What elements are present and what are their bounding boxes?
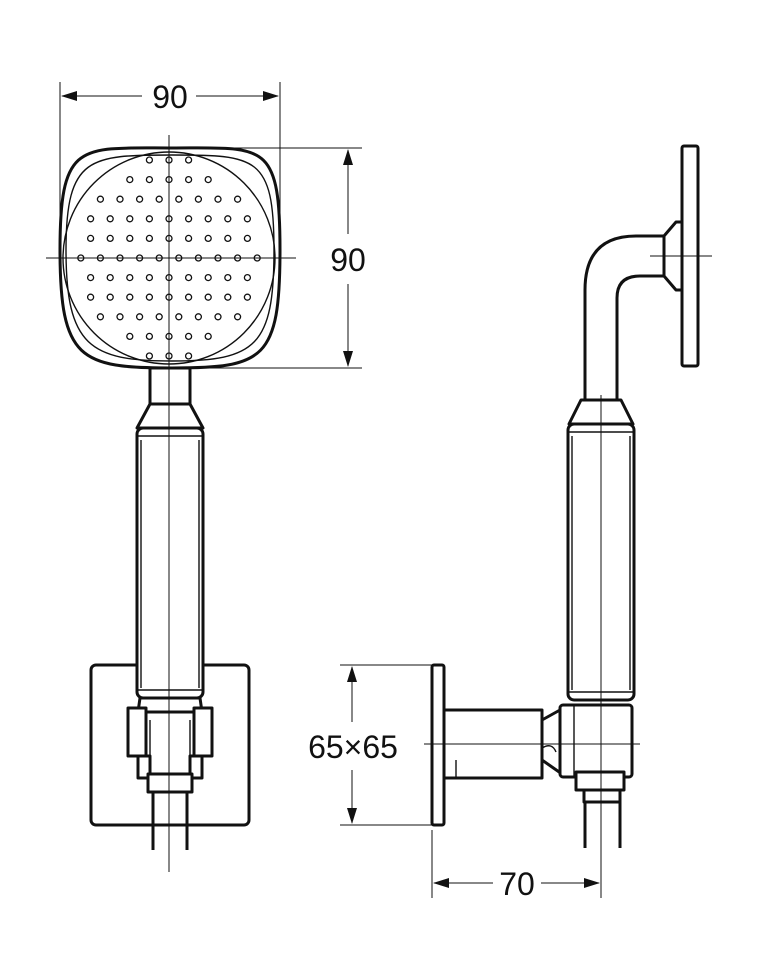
spray-nozzle [184, 293, 193, 301]
spray-nozzle [106, 234, 114, 243]
spray-nozzle [145, 215, 154, 223]
spray-nozzle [116, 313, 124, 321]
spray-nozzle [145, 332, 154, 341]
spray-nozzle [135, 313, 144, 321]
spray-nozzle [204, 293, 212, 301]
spray-nozzle [243, 293, 252, 301]
spray-nozzle [145, 234, 154, 243]
spray-nozzle [224, 293, 232, 301]
spray-nozzle [145, 273, 154, 282]
spray-nozzle [145, 175, 154, 184]
spray-nozzle [184, 175, 193, 184]
dimension-head-height-label: 90 [330, 242, 366, 278]
spray-nozzle [145, 293, 154, 301]
spray-nozzle [86, 234, 95, 243]
spray-nozzle [224, 215, 232, 223]
side-bracket [442, 703, 634, 804]
dimension-head-width: 90 [59, 79, 281, 240]
spray-nozzle [175, 313, 183, 321]
spray-nozzle [214, 195, 222, 203]
spray-nozzle [175, 195, 183, 203]
side-hose [583, 802, 622, 848]
side-view: 65×65 70 [308, 144, 712, 902]
spray-nozzle [194, 313, 203, 321]
spray-nozzle [106, 293, 114, 301]
dimension-head-width-label: 90 [152, 79, 188, 115]
spray-nozzle [116, 195, 124, 203]
spray-nozzle [184, 156, 193, 164]
front-handle [135, 366, 205, 700]
spray-nozzle [184, 215, 193, 223]
dimension-projection-label: 70 [499, 866, 535, 902]
spray-nozzle [145, 156, 154, 164]
spray-nozzle [106, 215, 114, 223]
spray-nozzle [233, 195, 242, 203]
spray-nozzle [184, 234, 193, 243]
spray-nozzle [126, 332, 134, 341]
spray-nozzle [184, 273, 193, 282]
spray-nozzle [184, 352, 193, 360]
spray-nozzle [243, 273, 252, 282]
spray-nozzle [126, 234, 134, 243]
side-neck [583, 234, 664, 400]
spray-nozzle [214, 313, 222, 321]
spray-nozzle [224, 273, 232, 282]
spray-nozzle [204, 215, 212, 223]
spray-nozzle [204, 273, 212, 282]
spray-nozzle [184, 332, 193, 341]
front-view: 90 90 [46, 79, 366, 872]
spray-nozzle [135, 195, 144, 203]
front-hose [151, 792, 189, 850]
spray-nozzle [155, 313, 163, 321]
side-wall-plate [430, 663, 446, 827]
dimension-head-height: 90 [180, 147, 366, 369]
spray-nozzle [106, 273, 114, 282]
spray-nozzle [96, 313, 105, 321]
spray-nozzle [126, 175, 134, 184]
spray-nozzle [155, 195, 163, 203]
spray-nozzle [86, 215, 95, 223]
spray-nozzle [204, 234, 212, 243]
front-hose-holder [126, 696, 214, 794]
side-handle [566, 398, 636, 702]
front-centre-lines [46, 135, 296, 872]
spray-nozzle [86, 293, 95, 301]
spray-nozzle [204, 332, 212, 341]
spray-nozzle [126, 273, 134, 282]
spray-nozzle [243, 215, 252, 223]
spray-nozzle [194, 195, 203, 203]
spray-nozzle [96, 195, 105, 203]
dimension-wall-plate: 65×65 [308, 664, 432, 826]
spray-nozzle [86, 273, 95, 282]
spray-nozzle [126, 215, 134, 223]
dimension-projection: 70 [431, 830, 602, 902]
spray-nozzle [224, 234, 232, 243]
spray-nozzle [243, 234, 252, 243]
spray-nozzle [145, 352, 154, 360]
spray-nozzle [204, 175, 212, 184]
side-shower-head [650, 144, 712, 368]
dimension-wall-plate-label: 65×65 [308, 729, 398, 765]
spray-nozzle [233, 313, 242, 321]
side-centre-lines [424, 395, 640, 870]
spray-nozzle [126, 293, 134, 301]
